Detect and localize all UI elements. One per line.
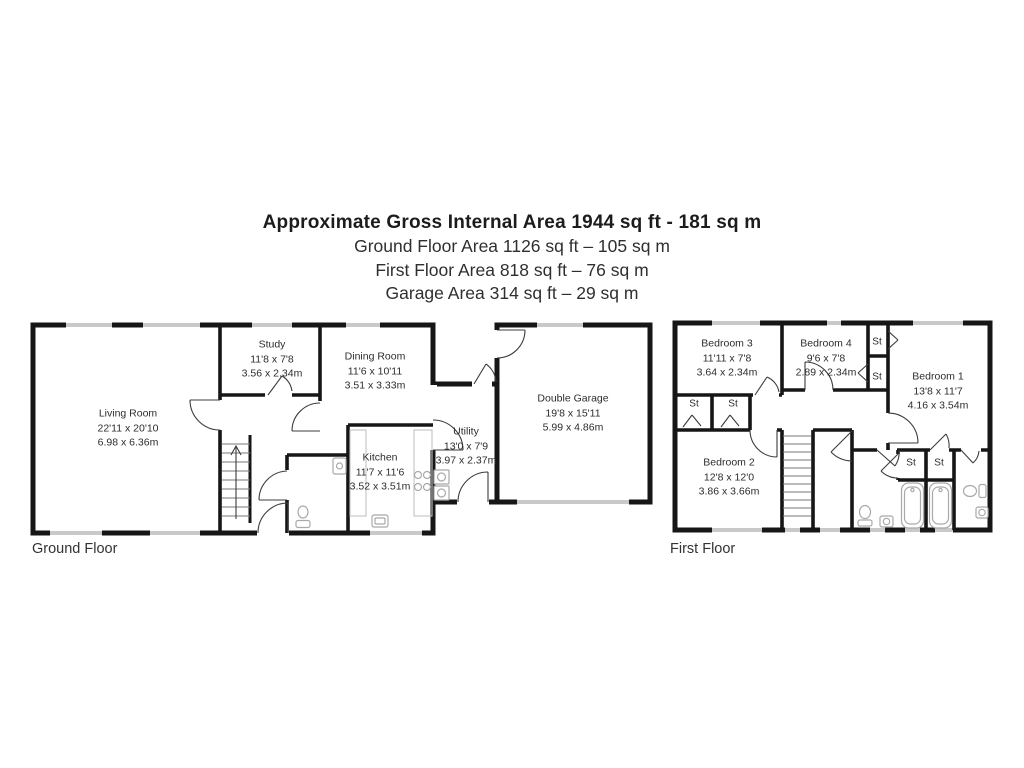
ground-floor-caption: Ground Floor bbox=[32, 541, 118, 557]
room-size-imperial: 13'0 x 7'9 bbox=[443, 439, 489, 452]
door-swings bbox=[189, 329, 526, 534]
room-name: Bedroom 2 bbox=[703, 456, 755, 469]
room-size-metric: 3.86 x 3.66m bbox=[698, 485, 760, 498]
room-label-study: Study 11'8 x 7'8 3.56 x 2.34m bbox=[242, 337, 303, 381]
interior-walls bbox=[218, 325, 433, 533]
summary-first-floor: First Floor Area 818 sq ft – 76 sq m bbox=[375, 259, 649, 280]
room-name: Double Garage bbox=[537, 392, 609, 405]
room-label-utility: Utility 13'0 x 7'9 3.97 x 2.37m bbox=[436, 424, 497, 468]
room-size-imperial: 11'11 x 7'8 bbox=[702, 351, 752, 364]
toilet-icon bbox=[962, 483, 987, 499]
room-label-bedroom-4: Bedroom 4 9'6 x 7'8 2.89 x 2.34m bbox=[796, 336, 857, 380]
room-name: Bedroom 4 bbox=[800, 337, 852, 350]
room-size-metric: 3.97 x 2.37m bbox=[435, 454, 497, 467]
windows bbox=[712, 319, 963, 534]
closet-label: St bbox=[872, 371, 882, 383]
stairs-icon bbox=[783, 435, 811, 517]
area-summary: Approximate Gross Internal Area 1944 sq … bbox=[0, 211, 1024, 306]
room-label-dining-room: Dining Room 11'6 x 10'11 3.51 x 3.33m bbox=[345, 349, 406, 393]
room-name: Utility bbox=[453, 425, 479, 438]
first-floor-caption: First Floor bbox=[670, 541, 736, 557]
room-label-bedroom-2: Bedroom 2 12'8 x 12'0 3.86 x 3.66m bbox=[699, 455, 760, 499]
windows bbox=[50, 321, 629, 537]
wc-toilet-icon bbox=[295, 505, 311, 529]
summary-ground-floor: Ground Floor Area 1126 sq ft – 105 sq m bbox=[354, 236, 670, 256]
room-label-kitchen: Kitchen 11'7 x 11'6 3.52 x 3.51m bbox=[350, 450, 411, 494]
room-size-metric: 4.16 x 3.54m bbox=[907, 399, 969, 412]
room-size-imperial: 13'8 x 11'7 bbox=[913, 384, 963, 397]
room-label-bedroom-3: Bedroom 3 11'11 x 7'8 3.64 x 2.34m bbox=[697, 336, 758, 380]
wc-sink-icon bbox=[332, 457, 347, 475]
utility-appliances bbox=[433, 469, 450, 501]
room-size-imperial: 11'6 x 10'11 bbox=[347, 364, 403, 377]
summary-title: Approximate Gross Internal Area 1944 sq … bbox=[262, 212, 762, 233]
door-gaps bbox=[257, 330, 501, 537]
room-size-metric: 3.51 x 3.33m bbox=[344, 379, 406, 392]
ground-floor-plan-drawing bbox=[30, 321, 653, 537]
closet-label: St bbox=[872, 336, 882, 348]
stairs-icon bbox=[222, 443, 250, 519]
closet-label: St bbox=[689, 398, 699, 410]
room-size-metric: 6.98 x 6.36m bbox=[97, 436, 159, 449]
bathtub-icon bbox=[900, 482, 925, 529]
room-name: Study bbox=[258, 338, 286, 351]
door-swings bbox=[682, 330, 980, 479]
room-label-bedroom-1: Bedroom 1 13'8 x 11'7 4.16 x 3.54m bbox=[908, 369, 969, 413]
room-size-imperial: 19'8 x 15'11 bbox=[545, 406, 601, 419]
closet-label: St bbox=[906, 457, 916, 469]
room-size-imperial: 11'8 x 7'8 bbox=[250, 352, 294, 365]
summary-garage: Garage Area 314 sq ft – 29 sq m bbox=[385, 283, 639, 303]
room-size-metric: 2.89 x 2.34m bbox=[795, 366, 857, 379]
closet-label: St bbox=[934, 457, 944, 469]
sink-icon bbox=[879, 515, 894, 528]
room-name: Bedroom 1 bbox=[912, 370, 964, 383]
room-size-imperial: 9'6 x 7'8 bbox=[806, 351, 846, 364]
room-label-double-garage: Double Garage 19'8 x 15'11 5.99 x 4.86m bbox=[537, 391, 608, 435]
room-size-imperial: 12'8 x 12'0 bbox=[703, 470, 755, 483]
interior-walls bbox=[675, 323, 990, 530]
first-floor-plan-drawing bbox=[672, 319, 993, 534]
kitchen-counter bbox=[349, 429, 433, 528]
closet-label: St bbox=[728, 398, 738, 410]
room-size-metric: 3.64 x 2.34m bbox=[696, 366, 758, 379]
exterior-walls bbox=[672, 320, 993, 533]
room-size-imperial: 11'7 x 11'6 bbox=[355, 465, 405, 478]
sink-icon bbox=[975, 506, 989, 519]
room-size-metric: 3.52 x 3.51m bbox=[349, 480, 411, 493]
room-name: Dining Room bbox=[344, 350, 406, 363]
room-size-metric: 5.99 x 4.86m bbox=[542, 421, 604, 434]
bathtub-icon bbox=[928, 482, 953, 529]
room-size-metric: 3.56 x 2.34m bbox=[241, 367, 303, 380]
room-size-imperial: 22'11 x 20'10 bbox=[97, 421, 159, 434]
room-name: Living Room bbox=[98, 407, 158, 420]
room-name: Kitchen bbox=[362, 451, 398, 464]
room-name: Bedroom 3 bbox=[701, 337, 753, 350]
toilet-icon bbox=[857, 504, 873, 527]
room-label-living-room: Living Room 22'11 x 20'10 6.98 x 6.36m bbox=[97, 406, 158, 450]
